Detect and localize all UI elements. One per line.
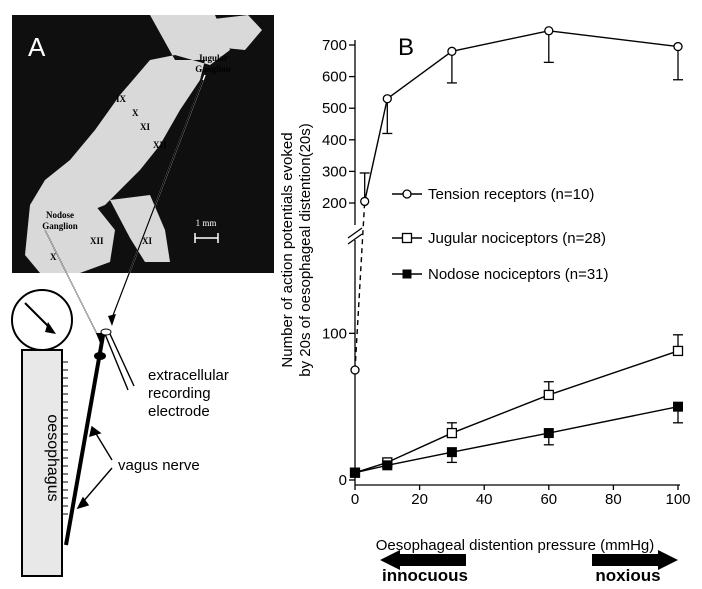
electrode-label-line2: recording xyxy=(148,385,211,402)
x-tick-label: 100 xyxy=(665,491,690,508)
data-point xyxy=(382,460,393,471)
data-point xyxy=(672,345,684,357)
series-line xyxy=(451,394,550,434)
series-line xyxy=(387,432,453,464)
series-line xyxy=(548,405,679,434)
legend-marker xyxy=(402,189,412,199)
y-axis-label-line2: by 20s of oesophageal distention(20s) xyxy=(297,123,314,377)
series-line xyxy=(364,98,388,202)
data-point xyxy=(446,427,458,439)
electrode-label-line3: electrode xyxy=(148,403,210,420)
series-line xyxy=(386,50,453,100)
y-tick-label: 600 xyxy=(322,69,347,86)
scale-bar-label: 1 mm xyxy=(196,218,217,228)
chart-series xyxy=(349,26,684,478)
series-line xyxy=(548,350,679,396)
nerve-xi-lower-label: XI xyxy=(142,236,152,246)
x-axis-label: Oesophageal distention pressure (mmHg) xyxy=(376,537,654,554)
vagus-nerve xyxy=(64,329,106,546)
vagus-arrows xyxy=(76,425,113,510)
nerve-x-lower-label: X xyxy=(50,252,57,262)
noxious-arrow: noxious xyxy=(592,550,678,585)
x-tick-label: 60 xyxy=(540,491,557,508)
oesophagus-label: oesophagus xyxy=(44,414,61,501)
panel-a-label: A xyxy=(28,32,46,62)
data-point xyxy=(350,365,360,375)
y-tick-label: 700 xyxy=(322,37,347,54)
y-axis-label-line1: Number of action potentials evoked xyxy=(279,132,296,367)
chart-legend: Tension receptors (n=10) Jugular nocicept… xyxy=(392,186,609,283)
axis-break-mark xyxy=(347,227,363,239)
series-open-circle xyxy=(350,26,683,375)
data-point xyxy=(673,401,683,412)
innocuous-arrow: innocuous xyxy=(380,550,468,585)
legend-marker xyxy=(401,232,413,244)
y-tick-label: 200 xyxy=(322,195,347,212)
x-tick-label: 80 xyxy=(605,491,622,508)
legend-label: Nodose nociceptors (n=31) xyxy=(428,266,609,283)
data-point xyxy=(350,467,360,478)
data-point xyxy=(544,26,554,36)
series-filled-square xyxy=(350,401,683,478)
data-point xyxy=(673,41,683,52)
nodose-ganglion-blob xyxy=(94,352,106,360)
series-line xyxy=(387,451,453,467)
data-point xyxy=(382,94,392,104)
recording-electrode xyxy=(100,328,135,391)
chart-axes: 0 20 40 60 80 100 0 100 200 300 400 500 600 700 xyxy=(322,37,691,508)
noxious-label: noxious xyxy=(595,566,660,584)
x-tick-label: 40 xyxy=(476,491,493,508)
pressure-gauge xyxy=(11,289,73,351)
legend-marker xyxy=(402,269,412,279)
nerve-xii-lower-label: XII xyxy=(90,236,104,246)
data-point xyxy=(543,389,554,401)
response-chart: B 0 20 40 60 80 100 0 100 200 300 400 500 600 700 Ten… xyxy=(279,26,691,585)
innocuous-label: innocuous xyxy=(382,566,468,584)
panel-b-label: B xyxy=(398,34,414,61)
legend-label: Jugular nociceptors (n=28) xyxy=(428,230,606,247)
data-point xyxy=(543,428,554,439)
ganglia-tissue xyxy=(25,15,262,273)
oesophagus-tube xyxy=(21,349,68,577)
series-line xyxy=(548,30,679,48)
y-tick-label: 400 xyxy=(322,132,347,149)
x-tick-label: 0 xyxy=(351,491,359,508)
y-tick-label: 300 xyxy=(322,163,347,180)
y-tick-label: 0 xyxy=(339,472,347,489)
axis-break-mark xyxy=(347,233,363,245)
nerve-ix-label: IX xyxy=(116,94,127,104)
series-line xyxy=(451,30,549,53)
series-open-square xyxy=(349,334,684,478)
data-point xyxy=(446,447,457,458)
vagus-nerve-label: vagus nerve xyxy=(118,457,200,474)
data-point xyxy=(447,46,457,56)
series-line xyxy=(451,432,549,453)
scale-bar: 1 mm xyxy=(194,218,219,243)
series-line xyxy=(354,464,388,474)
nerve-x-upper-label: X xyxy=(132,108,139,118)
panel-b: B 0 20 40 60 80 100 0 100 200 300 400 500 600 700 Ten… xyxy=(270,0,702,585)
legend-label: Tension receptors (n=10) xyxy=(428,186,594,203)
nerve-xii-upper-label: XII xyxy=(153,140,167,150)
electrode-label-line1: extracellular xyxy=(148,367,229,384)
series-line xyxy=(354,201,366,371)
y-tick-label: 500 xyxy=(322,100,347,117)
y-tick-label: 100 xyxy=(322,325,347,342)
data-point xyxy=(360,196,370,207)
nerve-xi-upper-label: XI xyxy=(140,122,150,132)
x-tick-label: 20 xyxy=(411,491,428,508)
